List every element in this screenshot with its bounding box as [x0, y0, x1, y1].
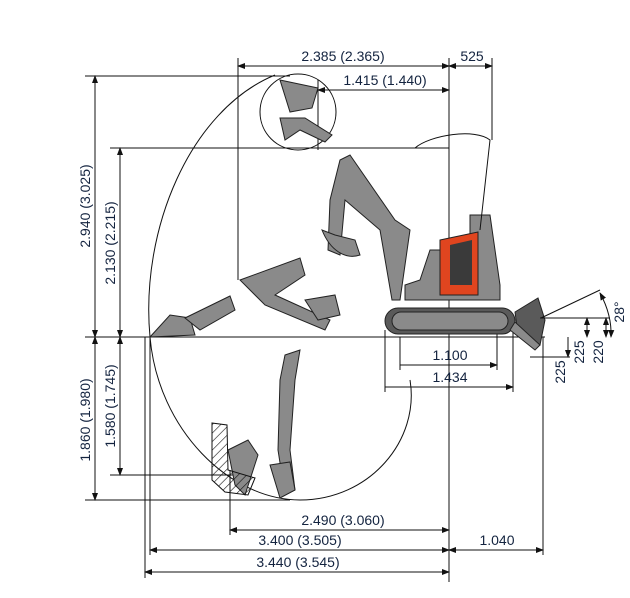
working-range-arc	[148, 74, 412, 501]
excavator-side-view	[321, 133, 546, 351]
label-top-tail: 525	[460, 48, 484, 64]
label-min-swing-radius: 2.490 (3.060)	[301, 512, 384, 528]
label-blade-distance: 1.040	[479, 532, 514, 548]
label-vertical-wall-depth: 1.580 (1.745)	[102, 364, 118, 447]
wall-hatch	[211, 422, 256, 496]
dimension-arrows	[92, 63, 615, 575]
label-max-height: 2.940 (3.025)	[77, 164, 93, 247]
dimension-labels: 2.385 (2.365) 525 1.415 (1.440) 2.940 (3…	[77, 48, 627, 570]
label-overall-track: 1.434	[432, 369, 467, 385]
label-top-reach-height: 2.385 (2.365)	[301, 48, 384, 64]
label-max-depth: 1.860 (1.980)	[77, 378, 93, 461]
label-blade-up-2: 220	[590, 340, 606, 364]
label-track-length: 1.100	[432, 347, 467, 363]
bucket-positions	[148, 79, 341, 499]
label-max-reach: 3.440 (3.545)	[256, 554, 339, 570]
label-blade-down: 225	[552, 360, 568, 384]
label-top-inner: 1.415 (1.440)	[343, 72, 426, 88]
label-dump-height: 2.130 (2.215)	[102, 201, 118, 284]
label-blade-angle: 28°	[611, 301, 627, 322]
label-blade-up: 225	[571, 340, 587, 364]
bucket-swing-circle	[259, 73, 337, 151]
label-reach-ground: 3.400 (3.505)	[258, 532, 341, 548]
